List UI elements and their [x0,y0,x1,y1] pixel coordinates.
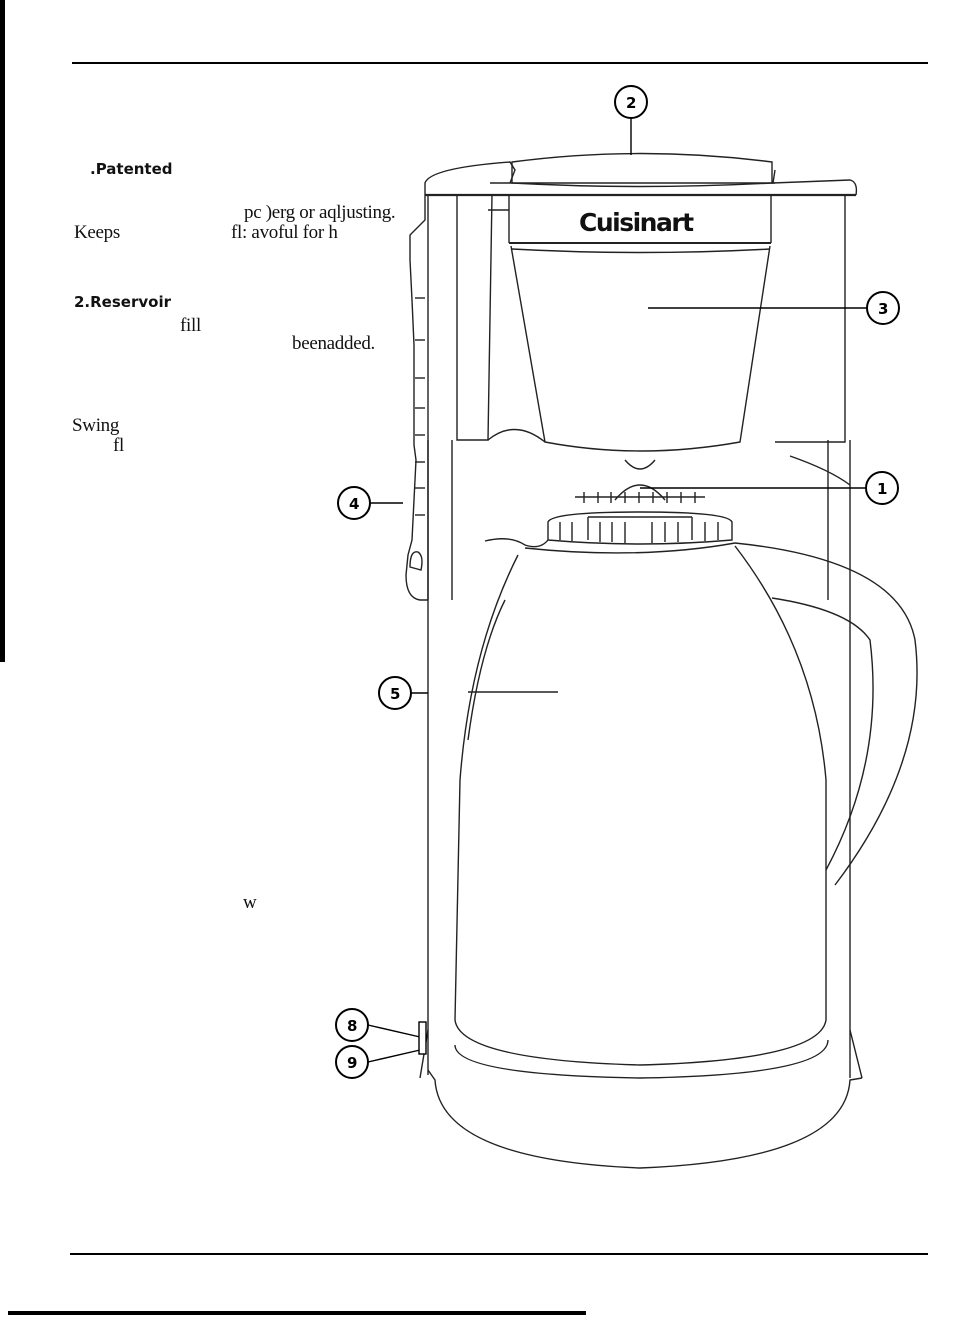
brand-logo: Cuisinart [579,208,694,237]
carafe-lid-ring [547,511,733,545]
callout-8-leader [367,1024,421,1038]
text-fragment-line2-right: fl: avoful for h [231,222,338,243]
drip-stop-arc [789,455,851,486]
carafe-shoulder [524,542,736,554]
text-fragment-swing: Swing [72,415,120,436]
header-rule [72,62,928,64]
drip-cone [624,459,656,470]
carafe-handle-inner [771,597,874,871]
text-fragment-w: w [243,892,257,913]
callout-3-number: 3 [878,300,888,318]
valve-dome [614,484,666,501]
text-fragment-line1-right: pc )erg or aqljusting. [244,202,396,223]
left-margin-bar [0,0,5,662]
carafe-body [454,545,827,1066]
text-fragment-keeps: Keeps [74,222,120,243]
power-switch [418,1021,427,1055]
head-right-panel [775,195,846,443]
basket-cradle-left [487,428,546,443]
brew-basket-rim [511,248,771,254]
text-fragment-fl: fl [113,435,125,456]
base-plate [427,1069,863,1169]
brew-basket-outline [510,245,771,452]
callout-2-number: 2 [626,94,636,112]
lid-outline [511,152,773,188]
callout-5-number: 5 [390,685,400,703]
base-inner [454,1039,829,1079]
reservoir-outline [405,195,428,601]
callout-4-number: 4 [349,495,359,513]
patented-heading: .Patented [90,160,173,178]
base-side-right [849,1029,863,1079]
housing-top-outline [424,161,858,196]
carafe-highlight [467,599,506,741]
text-fragment-been-added: beenadded. [292,333,375,354]
carafe-spout [484,538,549,548]
callout-1-number: 1 [877,480,887,498]
carafe-handle [734,542,918,886]
callout-8-number: 8 [347,1017,357,1035]
callout-9-leader [367,1049,421,1063]
head-left-panel [456,194,493,441]
reservoir-float [409,551,423,571]
callout-9-number: 9 [347,1054,357,1072]
text-fragment-fill: fill [180,315,201,336]
bottom-bar [8,1311,586,1315]
footer-rule [70,1253,928,1255]
reservoir-heading: 2.Reservoir [74,293,171,311]
